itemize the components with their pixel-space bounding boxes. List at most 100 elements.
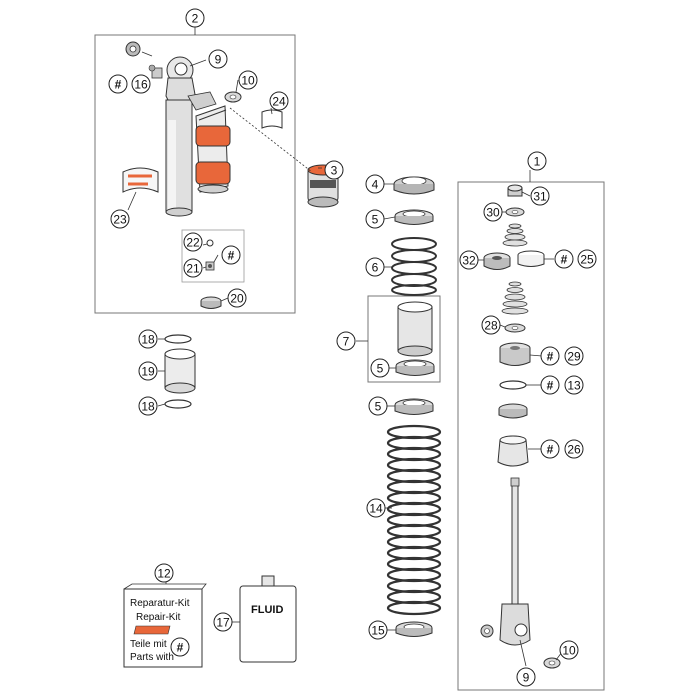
callout-number: 5 <box>377 362 384 376</box>
sleeve-7 <box>397 301 433 357</box>
callout-number: 1 <box>534 155 541 169</box>
callout-c5b: 5 <box>370 358 390 378</box>
callout-circle <box>213 612 233 632</box>
callout-number: 5 <box>372 213 379 227</box>
fluid-bottle: FLUID <box>239 575 297 663</box>
callout-c26: 26 <box>564 439 584 459</box>
spring-seat-5c <box>394 398 434 415</box>
callout-c19: 19 <box>138 361 158 381</box>
callout-c28: 28 <box>481 315 501 335</box>
shock-absorber-body <box>125 41 231 217</box>
callout-circle <box>481 315 501 335</box>
callout-c9a: 9 <box>208 49 228 69</box>
valve-core-21 <box>205 261 215 271</box>
hash-symbol: # <box>561 253 568 267</box>
callout-circle <box>527 151 547 171</box>
callout-circle <box>138 361 158 381</box>
main-spring-14 <box>386 424 442 616</box>
callout-circle <box>131 74 151 94</box>
cap-20 <box>200 296 222 309</box>
callout-c25: 25 <box>577 249 597 269</box>
callout-number: 3 <box>331 164 338 178</box>
washer-28 <box>504 323 526 333</box>
hash-marker-h21: # <box>221 245 241 265</box>
callout-circle <box>459 250 479 270</box>
callout-circle <box>559 640 579 660</box>
callout-number: 16 <box>134 78 148 92</box>
callout-circle <box>185 8 205 28</box>
callout-c24: 24 <box>269 91 289 111</box>
callout-number: 30 <box>486 206 500 220</box>
callout-circle <box>154 563 174 583</box>
hash-marker-h26: # <box>540 439 560 459</box>
callout-c5a: 5 <box>365 209 385 229</box>
callout-circle <box>564 346 584 366</box>
callout-circle <box>577 249 597 269</box>
callout-c30: 30 <box>483 202 503 222</box>
callout-number: 20 <box>230 292 244 306</box>
callout-number: 9 <box>215 53 222 67</box>
kit-text-3: Teile mit <box>130 639 167 650</box>
hash-symbol: # <box>115 78 122 92</box>
hash-circle <box>221 245 241 265</box>
callout-number: 18 <box>141 400 155 414</box>
callout-number: 2 <box>192 12 199 26</box>
callout-c18b: 18 <box>138 396 158 416</box>
group-frame-1 <box>457 181 605 691</box>
nut-31 <box>507 184 523 197</box>
callout-number: 22 <box>186 236 200 250</box>
callout-c21: 21 <box>183 258 203 278</box>
callout-circle <box>183 258 203 278</box>
spring-coil <box>386 600 442 616</box>
callout-circle <box>138 329 158 349</box>
callout-circle <box>336 331 356 351</box>
hash-marker-h29: # <box>540 346 560 366</box>
hash-symbol: # <box>547 443 554 457</box>
callout-c7: 7 <box>336 331 356 351</box>
callout-circle <box>110 209 130 229</box>
kit-text-1: Reparatur-Kit <box>130 598 190 609</box>
hash-symbol: # <box>228 249 235 263</box>
callout-number: 29 <box>567 350 581 364</box>
hash-circle <box>540 375 560 395</box>
hash-circle <box>170 637 190 657</box>
o-ring-18-bottom <box>164 399 192 409</box>
callout-number: 21 <box>186 262 200 276</box>
washer-stack <box>498 403 528 419</box>
callout-c15: 15 <box>368 620 388 640</box>
callout-circle <box>530 186 550 206</box>
group-frame-7 <box>367 295 441 383</box>
callout-circle <box>365 257 385 277</box>
shim-stack <box>502 223 528 247</box>
piston-rod <box>480 477 531 646</box>
callout-c1: 1 <box>527 151 547 171</box>
callout-number: 4 <box>372 178 379 192</box>
callout-c12: 12 <box>154 563 174 583</box>
small-o-ring-22 <box>206 239 214 247</box>
callout-circle <box>138 396 158 416</box>
callout-number: 7 <box>343 335 350 349</box>
callout-number: 13 <box>567 379 581 393</box>
callout-number: 17 <box>216 616 230 630</box>
callout-circle <box>183 232 203 252</box>
fluid-label: FLUID <box>251 604 283 616</box>
callout-c9b: 9 <box>516 667 536 687</box>
circlip-13 <box>499 380 527 390</box>
callout-circle <box>564 375 584 395</box>
callout-c6: 6 <box>365 257 385 277</box>
callout-c3: 3 <box>324 160 344 180</box>
callout-number: 18 <box>141 333 155 347</box>
callout-number: 26 <box>567 443 581 457</box>
callout-c22: 22 <box>183 232 203 252</box>
bump-stop-26 <box>497 435 529 467</box>
callout-c23: 23 <box>110 209 130 229</box>
spring-seat-5a <box>394 209 434 225</box>
o-ring-18-top <box>164 334 192 344</box>
callout-number: 32 <box>462 254 476 268</box>
callout-number: 15 <box>371 624 385 638</box>
callout-circle <box>269 91 289 111</box>
sticker-24 <box>261 109 283 129</box>
callout-c13: 13 <box>564 375 584 395</box>
decal-23 <box>122 167 159 193</box>
